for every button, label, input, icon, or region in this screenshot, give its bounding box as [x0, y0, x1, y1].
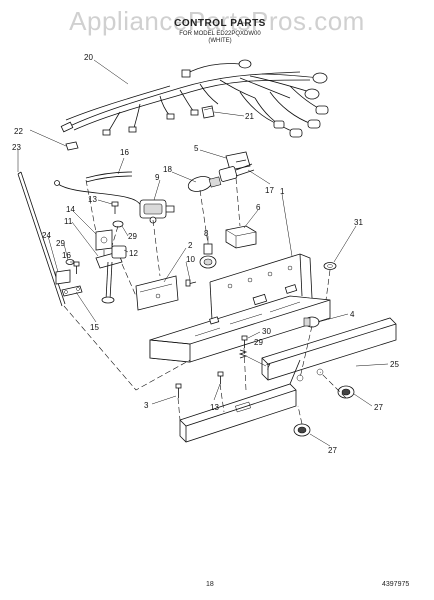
callout-22: 22 — [14, 127, 23, 136]
watermark: AppliancePartsPros.com — [69, 6, 365, 36]
light-bulb-18-part — [187, 176, 222, 192]
callout-17: 17 — [265, 186, 274, 195]
assembly-guide-lines — [63, 177, 347, 425]
callout-3: 3 — [144, 401, 149, 410]
control-panel-25-part — [179, 317, 397, 443]
grommet-31-part — [323, 262, 337, 270]
callout-16-lower: 16 — [62, 251, 71, 260]
callout-7: 7 — [266, 363, 271, 372]
knob-27-right-part — [337, 385, 355, 399]
screw-13-top-part — [111, 201, 119, 214]
callout-leader-lines — [17, 59, 389, 447]
callout-9: 9 — [155, 173, 160, 182]
callout-13-bottom: 13 — [210, 403, 219, 412]
callout-15: 15 — [90, 323, 99, 332]
callout-1: 1 — [280, 187, 285, 196]
screw-10-part — [185, 279, 197, 287]
clip-24-part — [55, 269, 71, 285]
callout-11: 11 — [64, 217, 73, 226]
bracket-2-part — [135, 275, 179, 311]
callout-16: 16 — [120, 148, 129, 157]
lamp-4-part — [303, 316, 320, 328]
linkage-15-part — [61, 285, 83, 297]
screw-16-part — [73, 261, 80, 274]
callout-25: 25 — [390, 360, 399, 369]
control-housing-1-part — [149, 253, 331, 363]
callout-labels: 20 21 22 23 16 5 17 18 9 13 6 1 29 14 11… — [12, 53, 399, 455]
callout-20: 20 — [84, 53, 93, 62]
callout-29-upper: 29 — [128, 232, 137, 241]
subtitle-model: FOR MODEL ED22PQXDW00 — [179, 31, 261, 37]
callout-6: 6 — [256, 203, 261, 212]
callout-29-lower: 29 — [254, 338, 263, 347]
callout-8: 8 — [204, 229, 209, 238]
callout-12: 12 — [129, 249, 138, 258]
callout-24: 24 — [42, 231, 51, 240]
tube-part — [85, 171, 133, 183]
callout-27-left: 27 — [328, 446, 337, 455]
diagram-subtitle: FOR MODEL ED22PQXDW00 (WHITE) — [150, 31, 290, 45]
callout-13-top: 13 — [88, 195, 97, 204]
callout-21: 21 — [245, 112, 254, 121]
callout-10: 10 — [186, 255, 195, 264]
screw-30-part — [241, 335, 248, 348]
subtitle-color: (WHITE) — [208, 38, 232, 44]
thermostat-part — [139, 199, 175, 224]
bracket-14-part — [95, 229, 113, 251]
screw-3-part — [175, 383, 182, 398]
document-number: 4397975 — [382, 581, 410, 588]
callout-31: 31 — [354, 218, 363, 227]
screw-13-bottom-part — [217, 371, 224, 384]
diagram-title: CONTROL PARTS — [174, 18, 266, 29]
page-number: 18 — [206, 581, 214, 588]
callout-29-left: 29 — [56, 239, 65, 248]
wire-harness-part — [60, 59, 329, 138]
callout-30: 30 — [262, 327, 271, 336]
light-socket-5-part — [225, 151, 251, 171]
clip-22-part — [65, 141, 79, 151]
shaft-assembly-part — [95, 245, 127, 304]
callout-5: 5 — [194, 144, 199, 153]
switch-6-part — [225, 225, 257, 249]
knob-27-left-part — [293, 423, 311, 437]
callout-2: 2 — [188, 241, 193, 250]
callout-23: 23 — [12, 143, 21, 152]
callout-18: 18 — [163, 165, 172, 174]
wire-clip-part — [201, 105, 215, 119]
callout-14: 14 — [66, 205, 75, 214]
knob-8-part — [199, 243, 217, 269]
socket-17-part — [218, 163, 255, 182]
spring-7-part — [238, 349, 248, 359]
callout-4: 4 — [350, 310, 355, 319]
callout-27-right: 27 — [374, 403, 383, 412]
